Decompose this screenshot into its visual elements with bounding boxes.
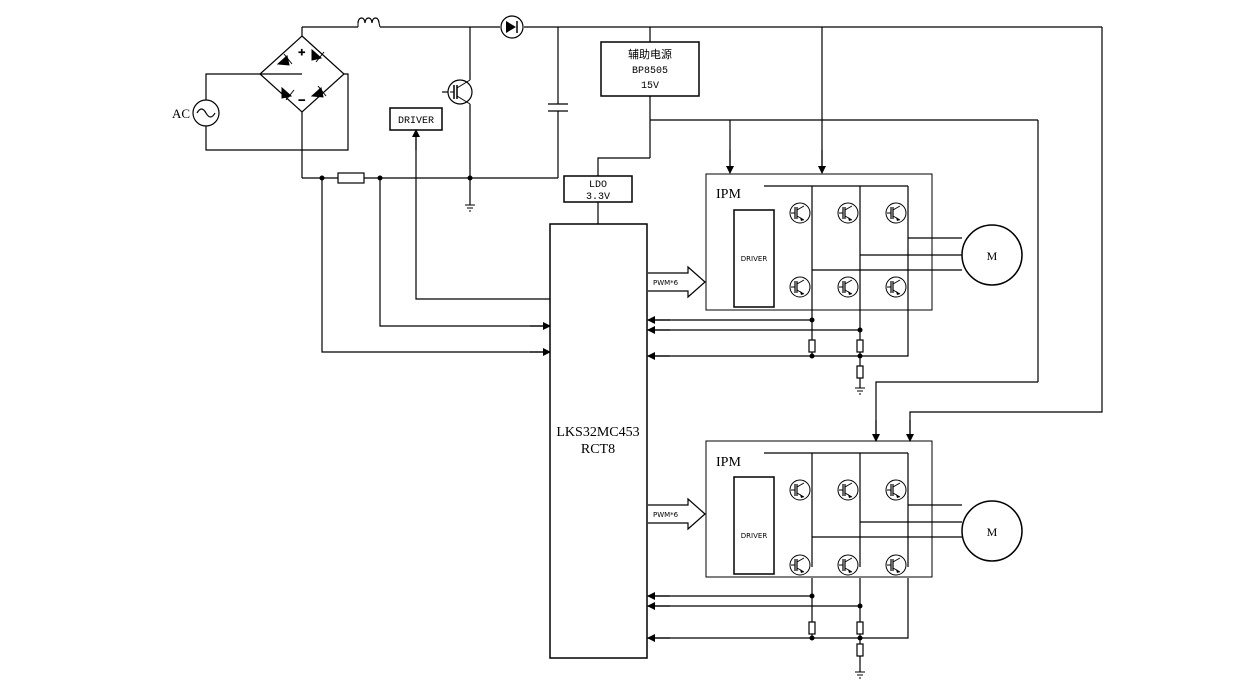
svg-text:+: +	[298, 48, 306, 58]
ground-icon	[464, 204, 476, 212]
igbt-icon	[885, 202, 907, 224]
mcu-box	[549, 223, 648, 659]
igbt-icon	[789, 479, 811, 501]
igbt-icon	[885, 276, 907, 298]
pfc-driver-box	[389, 107, 443, 131]
ac-source-icon	[192, 99, 220, 127]
aux-power-name: 辅助电源	[628, 47, 672, 61]
ipm-module-bottom	[705, 440, 963, 578]
signal-arrows	[412, 129, 914, 642]
ipm-driver-label-top: DRIVER	[741, 255, 768, 263]
ground-icon	[854, 387, 866, 395]
ground-icon	[854, 671, 866, 679]
motor-icon	[961, 224, 1023, 286]
ldo-name: LDO	[589, 180, 607, 191]
motor-label-top: M	[987, 249, 998, 263]
bridge-rectifier-icon: + −	[276, 48, 327, 107]
pwm-arrow-bottom	[648, 497, 706, 531]
ipm-label-top: IPM	[716, 187, 741, 202]
igbt-icon	[789, 554, 811, 576]
junction-dots	[319, 175, 863, 641]
boost-diode-icon	[500, 15, 524, 39]
igbt-icon	[837, 479, 859, 501]
mcu-part-number: LKS32MC453	[556, 425, 639, 440]
svg-text:−: −	[298, 96, 306, 106]
aux-power-box	[600, 41, 700, 97]
pwm-label-top: PWM*6	[653, 279, 679, 287]
ldo-voltage: 3.3V	[586, 192, 610, 203]
pwm-label-bottom: PWM*6	[653, 511, 679, 519]
motor-icon	[961, 500, 1023, 562]
motor-label-bottom: M	[987, 525, 998, 539]
sense-resistors	[808, 339, 864, 657]
igbt-icon	[885, 554, 907, 576]
shunt-resistor-icon	[337, 172, 365, 184]
igbt-icon	[789, 276, 811, 298]
schematic-wires	[205, 26, 1103, 672]
aux-power-voltage: 15V	[641, 81, 659, 92]
aux-power-part: BP8505	[632, 66, 668, 77]
pwm-arrow-top	[648, 265, 706, 299]
ipm-driver-label-bottom: DRIVER	[741, 532, 768, 540]
igbt-icon	[837, 202, 859, 224]
igbt-icon	[837, 554, 859, 576]
ldo-box	[563, 175, 633, 203]
igbt-icon	[885, 479, 907, 501]
pfc-driver-label: DRIVER	[398, 116, 434, 127]
ipm-module-top	[705, 173, 963, 311]
igbt-icon	[837, 276, 859, 298]
inductor-icon	[357, 17, 380, 24]
ac-label: AC	[172, 106, 190, 121]
ipm-label-bottom: IPM	[716, 455, 741, 470]
pfc-switch-icon	[447, 79, 473, 105]
igbt-icon	[789, 202, 811, 224]
mcu-suffix: RCT8	[581, 442, 615, 457]
